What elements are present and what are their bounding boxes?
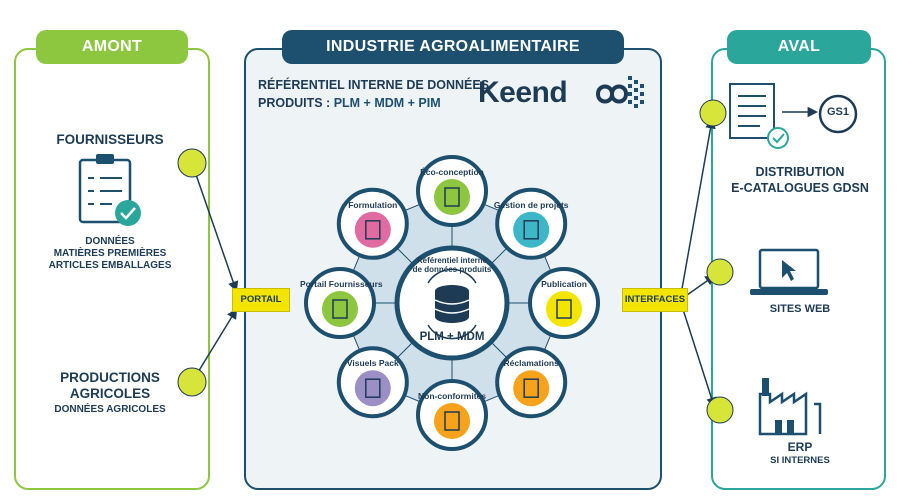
module-project — [495, 187, 568, 260]
interfaces-label: INTERFACES — [622, 288, 688, 312]
factory-icon — [758, 378, 822, 436]
si-internes-label: SI INTERNES — [770, 455, 830, 466]
aval-node-distribution — [699, 99, 727, 127]
publication-icon — [546, 291, 582, 327]
fournisseurs-details: DONNÉES MATIÈRES PREMIÈRES ARTICLES EMBA… — [20, 236, 200, 272]
project-icon — [513, 211, 550, 248]
fournisseurs-title: FOURNISSEURS — [56, 132, 164, 147]
gs1-logo-icon — [818, 94, 858, 134]
sites-web-label: SITES WEB — [769, 303, 831, 315]
productions-sub: DONNÉES AGRICOLES — [54, 404, 166, 415]
leaf-icon-glyph — [444, 187, 460, 207]
supplier-portal-icon — [322, 291, 358, 327]
referentiel-line2: PRODUITS : PLM + MDM + PIM — [258, 94, 489, 112]
nonconformity-icon — [434, 403, 470, 439]
referentiel-line1: RÉFÉRENTIEL INTERNE DE DONNÉES — [258, 78, 490, 92]
clipboard-check-icon — [78, 154, 141, 226]
keendoo-logo: Keend — [478, 76, 568, 109]
formulation-icon-glyph — [365, 220, 381, 240]
laptop-icon — [750, 248, 828, 295]
referentiel-title: RÉFÉRENTIEL INTERNE DE DONNÉES PRODUITS … — [258, 76, 489, 112]
supplier-portal-icon-glyph — [332, 299, 348, 319]
productions-line1: PRODUCTIONS — [60, 370, 160, 385]
aval-node-erp — [706, 396, 734, 424]
module-label: Publication — [541, 279, 587, 289]
leaf-icon — [434, 179, 470, 215]
hub-title-line2: de données produits — [412, 265, 492, 274]
referentiel-plm: PLM + MDM + PIM — [333, 96, 441, 110]
gs1-label: GS1 — [826, 106, 849, 118]
complaint-icon-glyph — [523, 378, 539, 398]
module-leaf — [416, 155, 488, 227]
industrie-header: INDUSTRIE AGROALIMENTAIRE — [282, 30, 624, 64]
hub-plm-mdm: PLM + MDM — [419, 331, 485, 343]
amont-header: AMONT — [36, 30, 188, 64]
amont-panel — [14, 48, 210, 490]
distribution-line1: DISTRIBUTION — [755, 165, 845, 179]
keendoo-logo-icon — [595, 76, 644, 108]
amont-connectors — [191, 162, 239, 383]
module-label: Portail Fournisseurs — [300, 279, 383, 289]
database-icon — [427, 268, 477, 340]
amont-node-fournisseurs — [177, 148, 207, 178]
erp-label: ERP — [787, 440, 813, 454]
module-network — [304, 155, 600, 451]
module-publication — [528, 267, 600, 339]
distribution-line2: E-CATALOGUES GDSN — [731, 181, 869, 195]
module-pack — [336, 346, 409, 419]
hub-title: Référentiel interne de données produits — [412, 256, 492, 274]
module-complaint — [495, 346, 568, 419]
distribution-text: DISTRIBUTION E-CATALOGUES GDSN — [716, 164, 884, 196]
module-nonconformity — [416, 379, 488, 451]
module-label: Visuels Pack — [346, 358, 399, 369]
pack-icon-glyph — [365, 378, 381, 398]
checklist-icon — [729, 83, 789, 149]
pack-icon — [354, 370, 391, 407]
productions-line2: AGRICOLES — [69, 386, 151, 401]
referentiel-prefix: PRODUITS : — [258, 96, 334, 110]
module-label: Réclamations — [503, 358, 559, 369]
module-label: Gestion de projets — [493, 199, 569, 210]
module-label: Non-conformités — [418, 391, 486, 401]
aval-header: AVAL — [727, 30, 871, 64]
hub-title-line1: Référentiel interne — [416, 256, 488, 265]
module-label: Éco-conception — [420, 167, 484, 177]
fournisseurs-line1: DONNÉES — [85, 236, 135, 247]
module-label: Formulation — [348, 199, 398, 210]
publication-icon-glyph — [556, 299, 572, 319]
module-supplier-portal — [304, 267, 376, 339]
aval-connectors — [679, 117, 717, 408]
amont-node-productions — [177, 367, 207, 397]
fournisseurs-line2: MATIÈRES PREMIÈRES — [53, 248, 167, 259]
productions-title: PRODUCTIONS AGRICOLES — [20, 370, 200, 402]
portail-label: PORTAIL — [232, 288, 290, 312]
aval-node-sites-web — [706, 258, 734, 286]
complaint-icon — [513, 370, 550, 407]
hub-circle — [394, 245, 510, 361]
project-icon-glyph — [523, 220, 539, 240]
fournisseurs-line3: ARTICLES EMBALLAGES — [48, 260, 172, 271]
module-formulation — [336, 187, 409, 260]
formulation-icon — [354, 211, 391, 248]
nonconformity-icon-glyph — [444, 411, 460, 431]
